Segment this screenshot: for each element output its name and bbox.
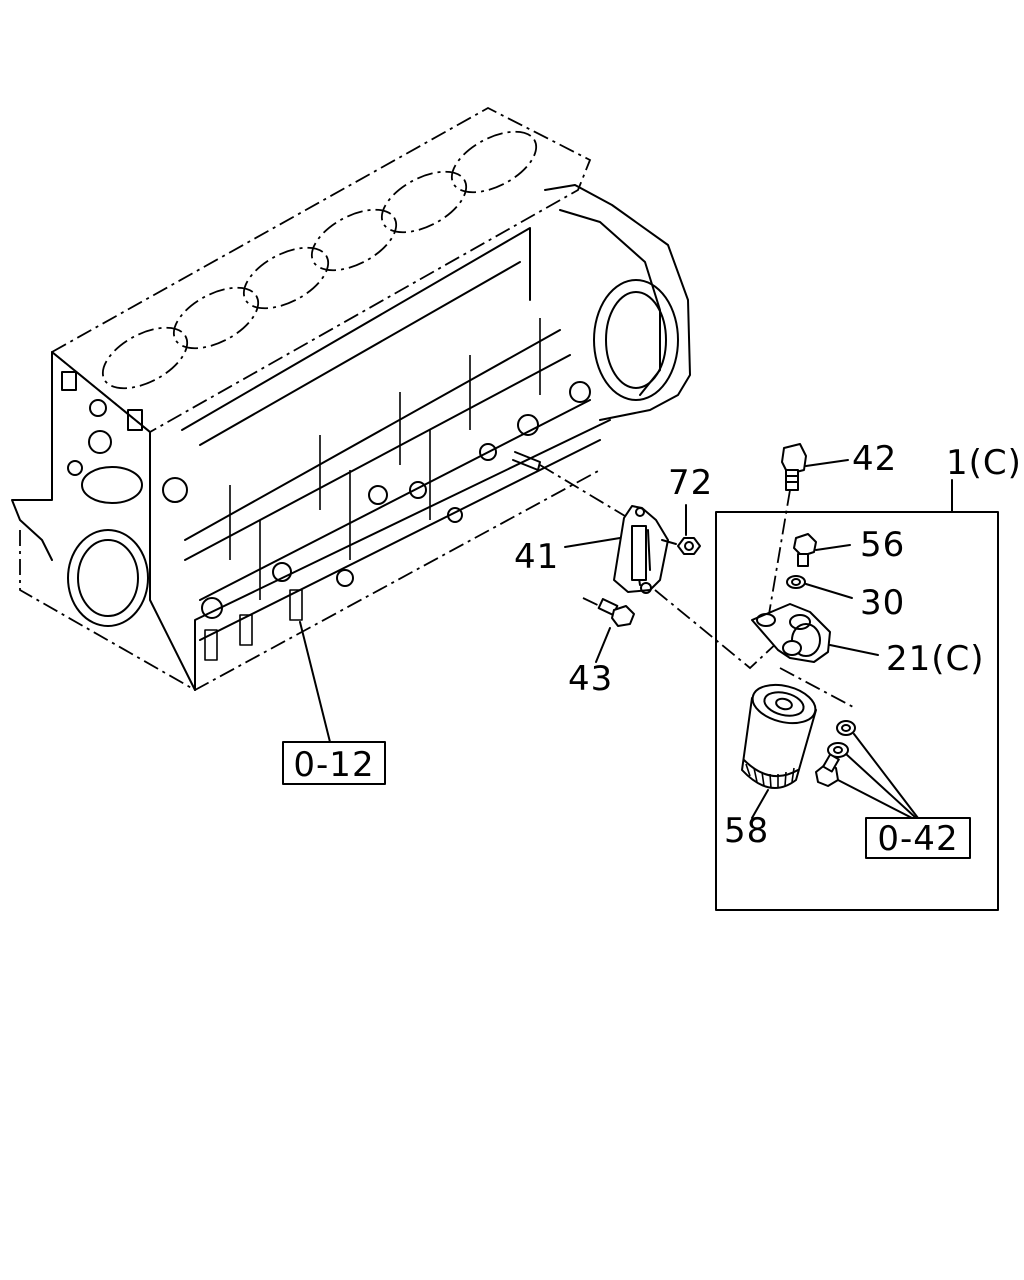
assembly-box-1c xyxy=(715,479,999,911)
callout-21c: 21(C) xyxy=(886,639,985,679)
cylinder-bores xyxy=(101,130,538,390)
ref-0-42[interactable]: 0-42 xyxy=(815,720,971,859)
ref-0-42-label: 0-42 xyxy=(877,819,958,859)
engine-block xyxy=(11,106,691,692)
callout-41: 41 xyxy=(514,537,559,577)
oil-filter-58 xyxy=(741,683,817,819)
callout-58: 58 xyxy=(724,811,769,851)
callout-56: 56 xyxy=(860,525,905,565)
bolt-42 xyxy=(767,443,849,621)
bracket-41 xyxy=(539,464,669,594)
callout-42: 42 xyxy=(852,439,897,479)
callout-30: 30 xyxy=(860,583,905,623)
plug-56 xyxy=(793,533,851,567)
washer-30 xyxy=(786,575,853,599)
callout-43: 43 xyxy=(568,659,613,699)
ref-0-12[interactable]: 0-12 xyxy=(282,621,386,785)
bolt-43 xyxy=(582,597,635,663)
ref-0-12-label: 0-12 xyxy=(293,745,374,785)
callout-72: 72 xyxy=(668,463,713,503)
nut-72 xyxy=(661,504,701,555)
filter-head-21c xyxy=(751,603,879,663)
callout-1c: 1(C) xyxy=(946,443,1022,483)
